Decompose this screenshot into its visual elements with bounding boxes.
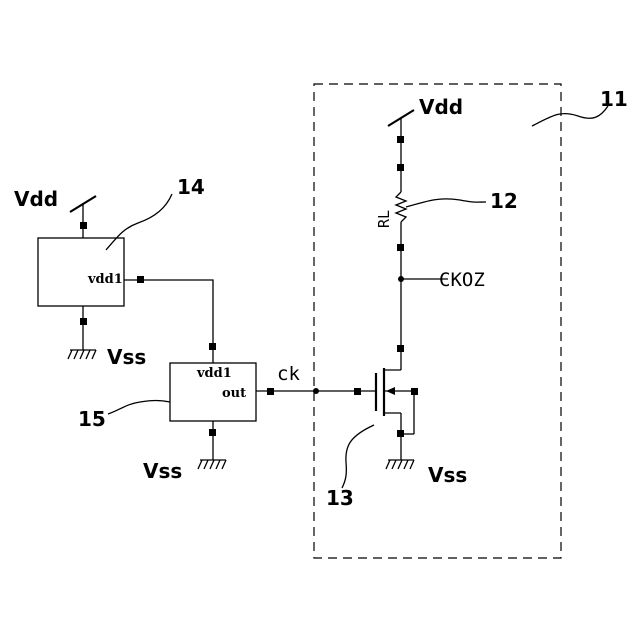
rl-label: RL (375, 210, 393, 228)
vdd-right-node-1 (397, 136, 404, 143)
vss-block15-label: Vss (143, 459, 182, 483)
rl-node-below (397, 244, 404, 251)
block-14: vdd1 (38, 238, 124, 306)
ground-symbol-transistor (386, 460, 414, 469)
ref-11: 11 (600, 87, 628, 111)
ck-label: ck (277, 363, 300, 385)
block-15: vdd1 out (170, 363, 256, 421)
vdd-left-label: Vdd (14, 187, 58, 211)
ck-node-gate (354, 388, 361, 395)
vss-block15-node (209, 429, 216, 436)
body-arrow (386, 387, 395, 395)
vdd-right-label: Vdd (419, 95, 463, 119)
ck-node-out (267, 388, 274, 395)
node-block14-out (137, 276, 144, 283)
block-14-vdd1-label: vdd1 (87, 272, 123, 287)
vdd-right-node-2 (397, 164, 404, 171)
ground-symbol-block14 (68, 350, 96, 359)
vss-transistor-label: Vss (428, 463, 467, 487)
ck-junction-dot (313, 388, 319, 394)
vss-block14-label: Vss (107, 345, 146, 369)
nmos-transistor-13 (376, 368, 418, 434)
ref-13: 13 (326, 486, 354, 510)
ground-symbol-block15 (198, 460, 226, 469)
ref-15: 15 (78, 407, 106, 431)
vdd-left-node (80, 222, 87, 229)
ckoz-label: CKOZ (439, 269, 485, 291)
leader-13 (342, 425, 374, 488)
block-15-vdd1-label: vdd1 (196, 366, 232, 381)
leader-11 (532, 106, 608, 126)
ref-14: 14 (177, 175, 205, 199)
leader-12 (406, 199, 486, 207)
node-block15-in (209, 343, 216, 350)
resistor-rl (396, 192, 406, 222)
vss-block14-node (80, 318, 87, 325)
block-15-out-label: out (222, 386, 246, 401)
source-node (397, 430, 404, 437)
ref-12: 12 (490, 189, 518, 213)
leader-15 (108, 401, 170, 415)
body-node (411, 388, 418, 395)
drain-node (397, 345, 404, 352)
